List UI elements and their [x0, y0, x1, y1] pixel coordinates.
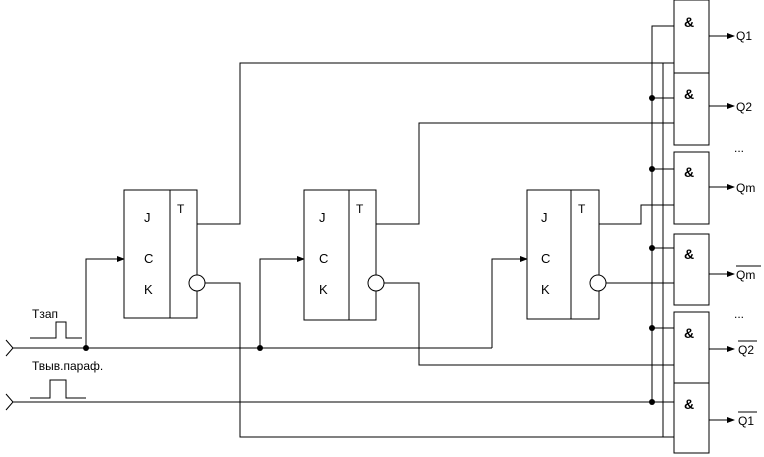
bus-junctions — [649, 95, 674, 405]
q-wire-2 — [376, 122, 674, 225]
junction-dot — [257, 345, 263, 351]
t-label: T — [578, 202, 586, 216]
input-chevron-icon — [5, 339, 14, 357]
clock-line-3 — [491, 256, 528, 348]
inverted-output-bubble — [367, 274, 385, 292]
t-label: T — [177, 202, 185, 216]
nq-wire-2 — [384, 282, 674, 366]
input-tzap: Тзап — [5, 307, 82, 357]
j-input-label: J — [144, 210, 151, 225]
jk-trigger-3: J C K T — [526, 189, 607, 320]
clock-line-2 — [259, 256, 305, 348]
and-gate-5: & — [673, 311, 710, 384]
junction-dot — [83, 345, 89, 351]
and-gate-4: & — [673, 233, 710, 306]
and-gate-2: & — [673, 72, 710, 146]
input-chevron-icon — [5, 393, 14, 411]
output-label-qm-inverted: Qm — [736, 268, 755, 282]
and-label: & — [684, 325, 694, 341]
tzap-pulse-icon — [30, 321, 82, 339]
and-label: & — [684, 246, 694, 262]
tvyv-pulse-icon — [30, 379, 86, 399]
and-label: & — [684, 14, 694, 30]
k-input-label: K — [541, 282, 550, 297]
and-gate-3: & — [673, 151, 710, 225]
and-label: & — [684, 86, 694, 102]
q-wire-3 — [599, 204, 674, 225]
k-input-label: K — [144, 282, 153, 297]
inverted-output-bubble — [188, 274, 206, 292]
c-input-label: C — [319, 251, 328, 266]
clock-line-1 — [85, 256, 125, 348]
jk-trigger-2: J C K T — [303, 189, 385, 321]
ellipsis-label: ... — [734, 141, 744, 155]
output-label-q2-inverted: Q2 — [738, 343, 754, 357]
readout-vertical-bus — [651, 25, 674, 402]
tvyv-label: Твыв.параф. — [32, 359, 103, 373]
c-input-label: C — [541, 251, 550, 266]
tzap-label: Тзап — [32, 307, 58, 321]
and-gate-1: & — [673, 0, 710, 74]
jk-trigger-1: J C K T — [123, 189, 206, 319]
and-label: & — [684, 396, 694, 412]
k-input-label: K — [319, 282, 328, 297]
output-label-qm: Qm — [736, 181, 755, 195]
output-label-q1: Q1 — [736, 29, 752, 43]
q-wire-1 — [197, 62, 674, 225]
inverted-output-bubble — [589, 274, 607, 292]
ellipsis-label: ... — [734, 307, 744, 321]
output-label-q2: Q2 — [736, 100, 752, 114]
and-label: & — [684, 164, 694, 180]
t-label: T — [356, 202, 364, 216]
j-input-label: J — [319, 210, 326, 225]
nq-wire-1 — [205, 282, 674, 438]
and-gate-6: & — [673, 382, 710, 454]
output-label-q1-inverted: Q1 — [738, 414, 754, 428]
j-input-label: J — [541, 210, 548, 225]
c-input-label: C — [144, 251, 153, 266]
